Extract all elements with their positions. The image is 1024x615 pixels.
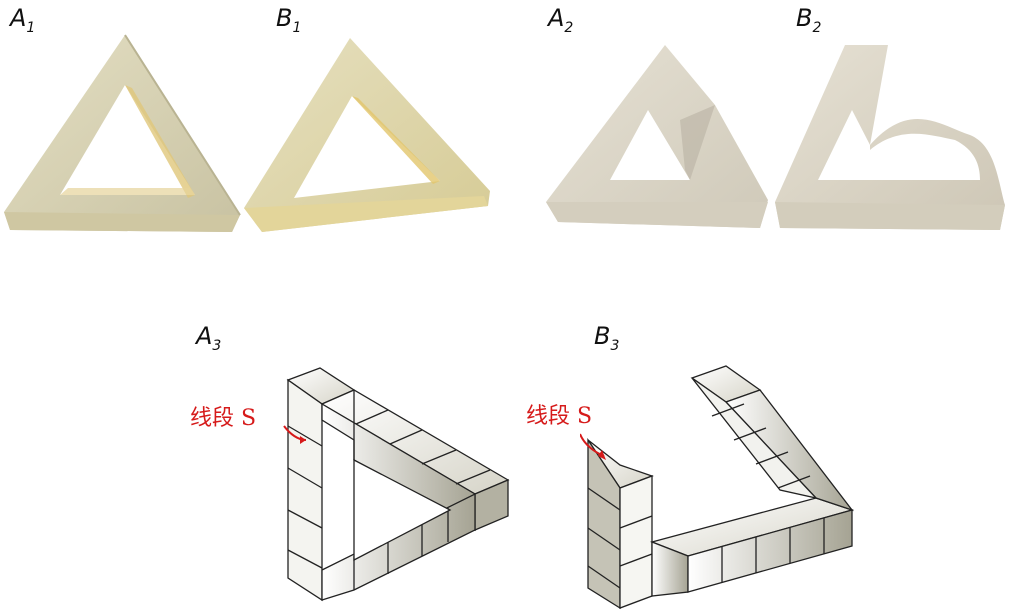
label-b2-sub: 2 <box>812 20 822 36</box>
a3-segment-label: 线段 S <box>190 406 257 431</box>
photo-b1-triangle-model <box>244 38 490 232</box>
label-a3-main: A <box>196 322 213 350</box>
photo-a2-triangle-model <box>546 45 768 228</box>
label-b3: B3 <box>594 324 619 353</box>
label-a1-main: A <box>10 4 27 32</box>
label-b2-main: B <box>796 4 813 32</box>
label-b1-sub: 1 <box>292 20 302 36</box>
label-b1-main: B <box>276 4 293 32</box>
label-a3-sub: 3 <box>212 338 222 354</box>
diagram-a3-cube-triangle <box>283 367 510 602</box>
label-b1: B1 <box>276 6 301 35</box>
label-b3-sub: 3 <box>610 338 620 354</box>
label-a1: A1 <box>10 6 35 35</box>
label-a3: A3 <box>196 324 221 353</box>
label-b2: B2 <box>796 6 821 35</box>
label-a2: A2 <box>548 6 573 35</box>
diagram-b3-cube-path <box>580 365 855 610</box>
photo-b2-model <box>775 45 1005 230</box>
label-a2-main: A <box>548 4 565 32</box>
label-a2-sub: 2 <box>564 20 574 36</box>
b3-segment-label: 线段 S <box>526 404 593 429</box>
label-a1-sub: 1 <box>26 20 36 36</box>
label-b3-main: B <box>594 322 611 350</box>
photo-a1-triangle-model <box>4 34 241 232</box>
